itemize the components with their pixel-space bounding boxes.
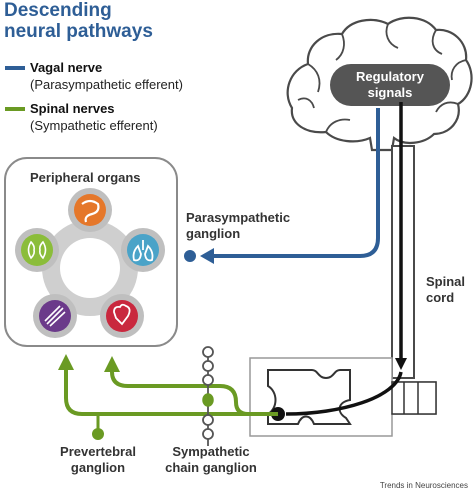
organ-ring-center [60,238,120,298]
sympathetic-chain-ganglion-label: Sympathetic chain ganglion [156,444,266,476]
vagal-arrowhead [200,248,214,264]
legend-vagal-note: (Parasympathetic efferent) [30,77,183,92]
regulatory-signals-line-2: signals [367,85,413,100]
sympathetic-chain-ganglion-line-2: chain ganglion [165,460,257,475]
organ-node-lungs [121,228,165,272]
organ-node-gut [68,188,112,232]
spinal-cord-label: Spinal cord [426,274,465,306]
descending-signal-arrowhead [395,358,407,370]
organ-node-muscle [33,294,77,338]
regulatory-signals-pill [330,64,450,106]
regulatory-signals-line-1: Regulatory [356,69,424,84]
gut-icon [81,199,100,223]
vertebra-section [249,357,437,437]
kidneys-icon [27,240,47,260]
sympathetic-chain-ganglion-line-1: Sympathetic [172,444,250,459]
vagal-nerve-path [210,108,380,258]
prevertebral-ganglion-dot [92,428,104,440]
organ-node-heart [100,294,144,338]
spinal-cord [391,145,415,379]
peripheral-organs-label: Peripheral organs [30,170,141,185]
journal-credit: Trends in Neurosciences [379,481,468,490]
lungs-icon [132,240,154,262]
prevertebral-arrowhead [58,354,74,370]
legend-spinal-name: Spinal nerves [30,101,115,116]
chain-arrowhead [104,356,120,372]
prevertebral-ganglion-line-2: ganglion [70,460,126,475]
prevertebral-ganglion-label: Prevertebral ganglion [46,444,150,476]
sympathetic-chain [202,346,214,446]
heart-icon [113,303,131,326]
parasympathetic-ganglion-line-1: Parasympathetic [186,210,291,225]
diagram-title: Descending neural pathways [4,0,153,42]
legend-spinal-swatch [5,107,25,111]
legend-vagal-name: Vagal nerve [30,60,103,75]
spinal-cord-line-2: cord [426,290,455,305]
spinal-nerve-path-prevertebral [64,368,278,416]
legend-spinal-note: (Sympathetic efferent) [30,118,158,133]
organ-node-kidneys [15,228,59,272]
title-line-1: Descending [4,0,112,21]
parasympathetic-ganglion-label: Parasympathetic ganglion [186,210,290,242]
spinal-cord-line-1: Spinal [426,274,466,289]
parasympathetic-ganglion-dot [184,250,196,262]
regulatory-signals-label: Regulatory signals [330,69,450,101]
spinal-output-line [285,371,403,416]
spinal-nerve-path-chain [110,371,278,416]
prevertebral-ganglion-line-1: Prevertebral [60,444,136,459]
muscle-icon [44,305,66,327]
legend-vagal-swatch [5,66,25,70]
title-line-2: neural pathways [4,21,153,42]
parasympathetic-ganglion-line-2: ganglion [186,226,241,241]
